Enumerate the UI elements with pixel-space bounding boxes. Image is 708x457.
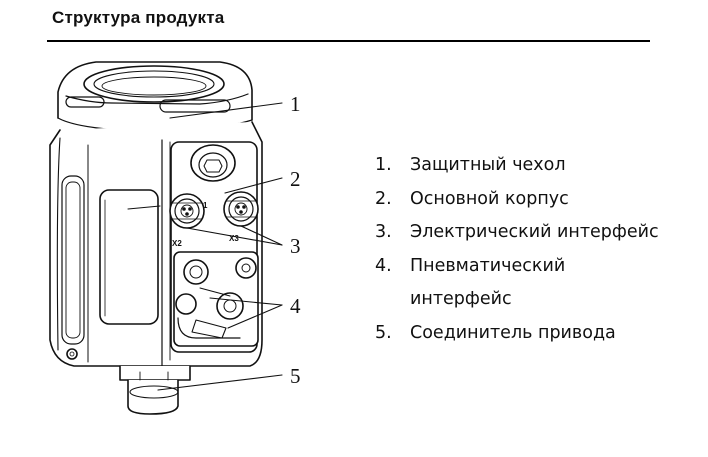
- title-underline: [47, 40, 650, 42]
- legend-item: 2. Основной корпус: [375, 183, 659, 217]
- legend-number: 4.: [375, 255, 392, 276]
- legend-text-continued: интерфейс: [410, 289, 512, 309]
- legend-number: 2.: [375, 188, 392, 209]
- legend-text: Пневматический: [410, 255, 566, 276]
- legend-number: 5.: [375, 322, 392, 343]
- leader-lines: [127, 102, 283, 391]
- callout-3: 3: [290, 234, 301, 258]
- legend-item: 3. Электрический интерфейс: [375, 216, 659, 250]
- port-label-x1: 1: [203, 201, 208, 210]
- component-legend: 1. Защитный чехол 2. Основной корпус 3. …: [375, 149, 659, 350]
- callout-5: 5: [290, 364, 301, 388]
- legend-number: 3.: [375, 222, 392, 242]
- protective-cover: [57, 61, 253, 132]
- legend-text: Основной корпус: [410, 188, 569, 209]
- port-label-x3: X3: [229, 234, 239, 243]
- legend-item: 1. Защитный чехол: [375, 149, 659, 183]
- legend-text: Защитный чехол: [410, 155, 566, 175]
- legend-item: 4. Пневматический интерфейс: [375, 250, 659, 317]
- legend-item: 5. Соединитель привода: [375, 317, 659, 351]
- legend-number: 1.: [375, 155, 392, 175]
- actuator-connector: [119, 365, 191, 415]
- port-label-x2: X2: [172, 239, 182, 248]
- callout-1: 1: [290, 92, 301, 116]
- electrical-interface: [169, 191, 259, 229]
- legend-text: Соединитель привода: [410, 322, 616, 343]
- section-title: Структура продукта: [52, 8, 225, 27]
- callout-4: 4: [290, 294, 301, 318]
- legend-text: Электрический интерфейс: [410, 222, 659, 242]
- vent-plug: [190, 144, 236, 182]
- callout-2: 2: [290, 167, 301, 191]
